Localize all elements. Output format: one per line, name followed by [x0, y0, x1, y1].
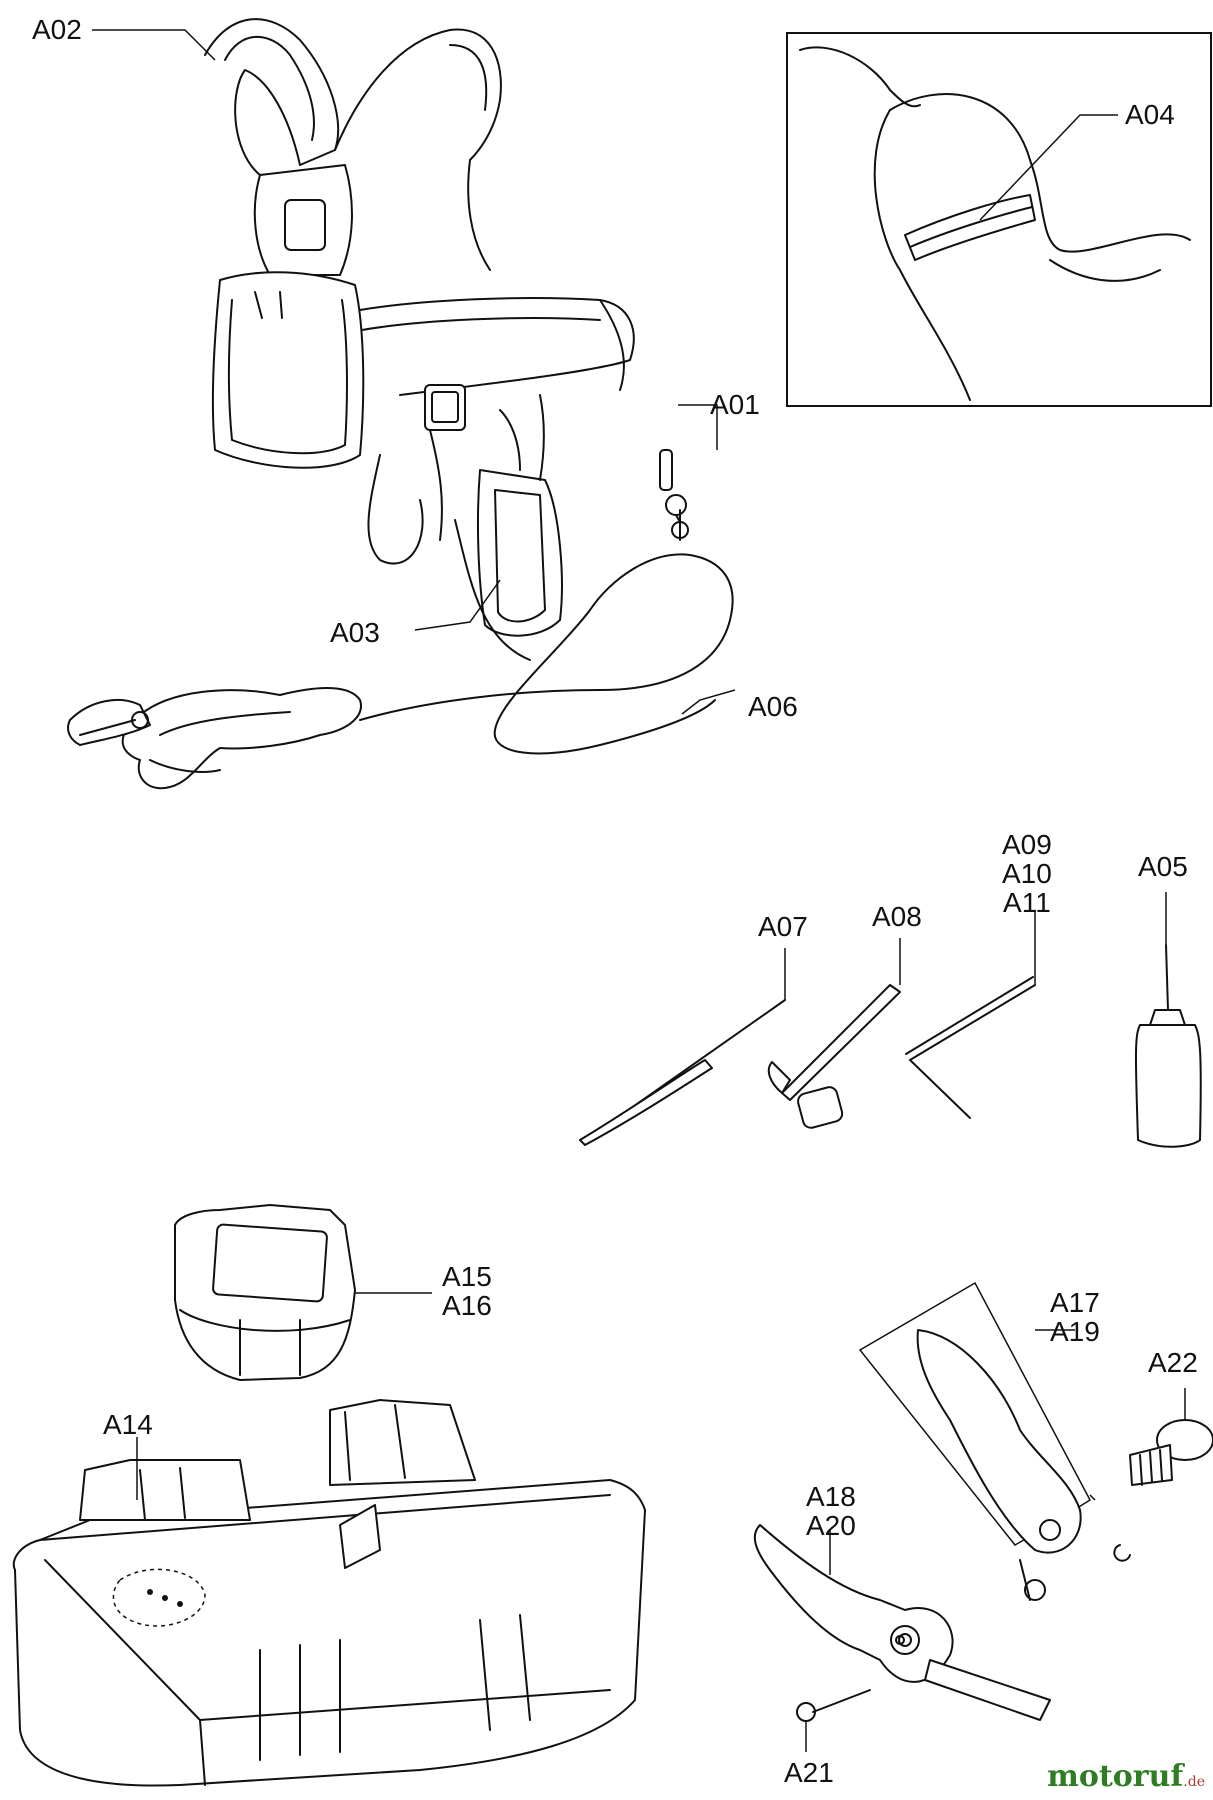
battery-drawing [174, 1204, 356, 1381]
label-a05: A05 [1138, 851, 1188, 882]
label-a18-a20: A18 A20 [806, 1481, 856, 1541]
label-a15-a16: A15 A16 [442, 1261, 492, 1321]
harness-drawing [204, 18, 635, 661]
label-a09-a10-a11: A09 A10 A11 [1002, 829, 1052, 918]
label-a21: A21 [784, 1757, 834, 1788]
label-a03: A03 [330, 617, 380, 648]
watermark-logo: motoruf.de [1047, 1759, 1205, 1794]
tools-drawing [579, 944, 1202, 1148]
armband-inset [786, 32, 1212, 407]
label-a06: A06 [748, 691, 798, 722]
label-a01: A01 [710, 389, 760, 420]
label-a14: A14 [103, 1409, 153, 1440]
label-a08: A08 [872, 901, 922, 932]
label-a04: A04 [1125, 99, 1175, 130]
leader-lines [92, 29, 1186, 1752]
charger-drawing [12, 1399, 646, 1787]
label-a17-a19: A17 A19 [1050, 1287, 1100, 1347]
label-a02: A02 [32, 14, 82, 45]
label-a22: A22 [1148, 1347, 1198, 1378]
pruner-drawing [67, 449, 734, 790]
label-a07: A07 [758, 911, 808, 942]
blade-assembly-drawing [753, 1281, 1213, 1722]
